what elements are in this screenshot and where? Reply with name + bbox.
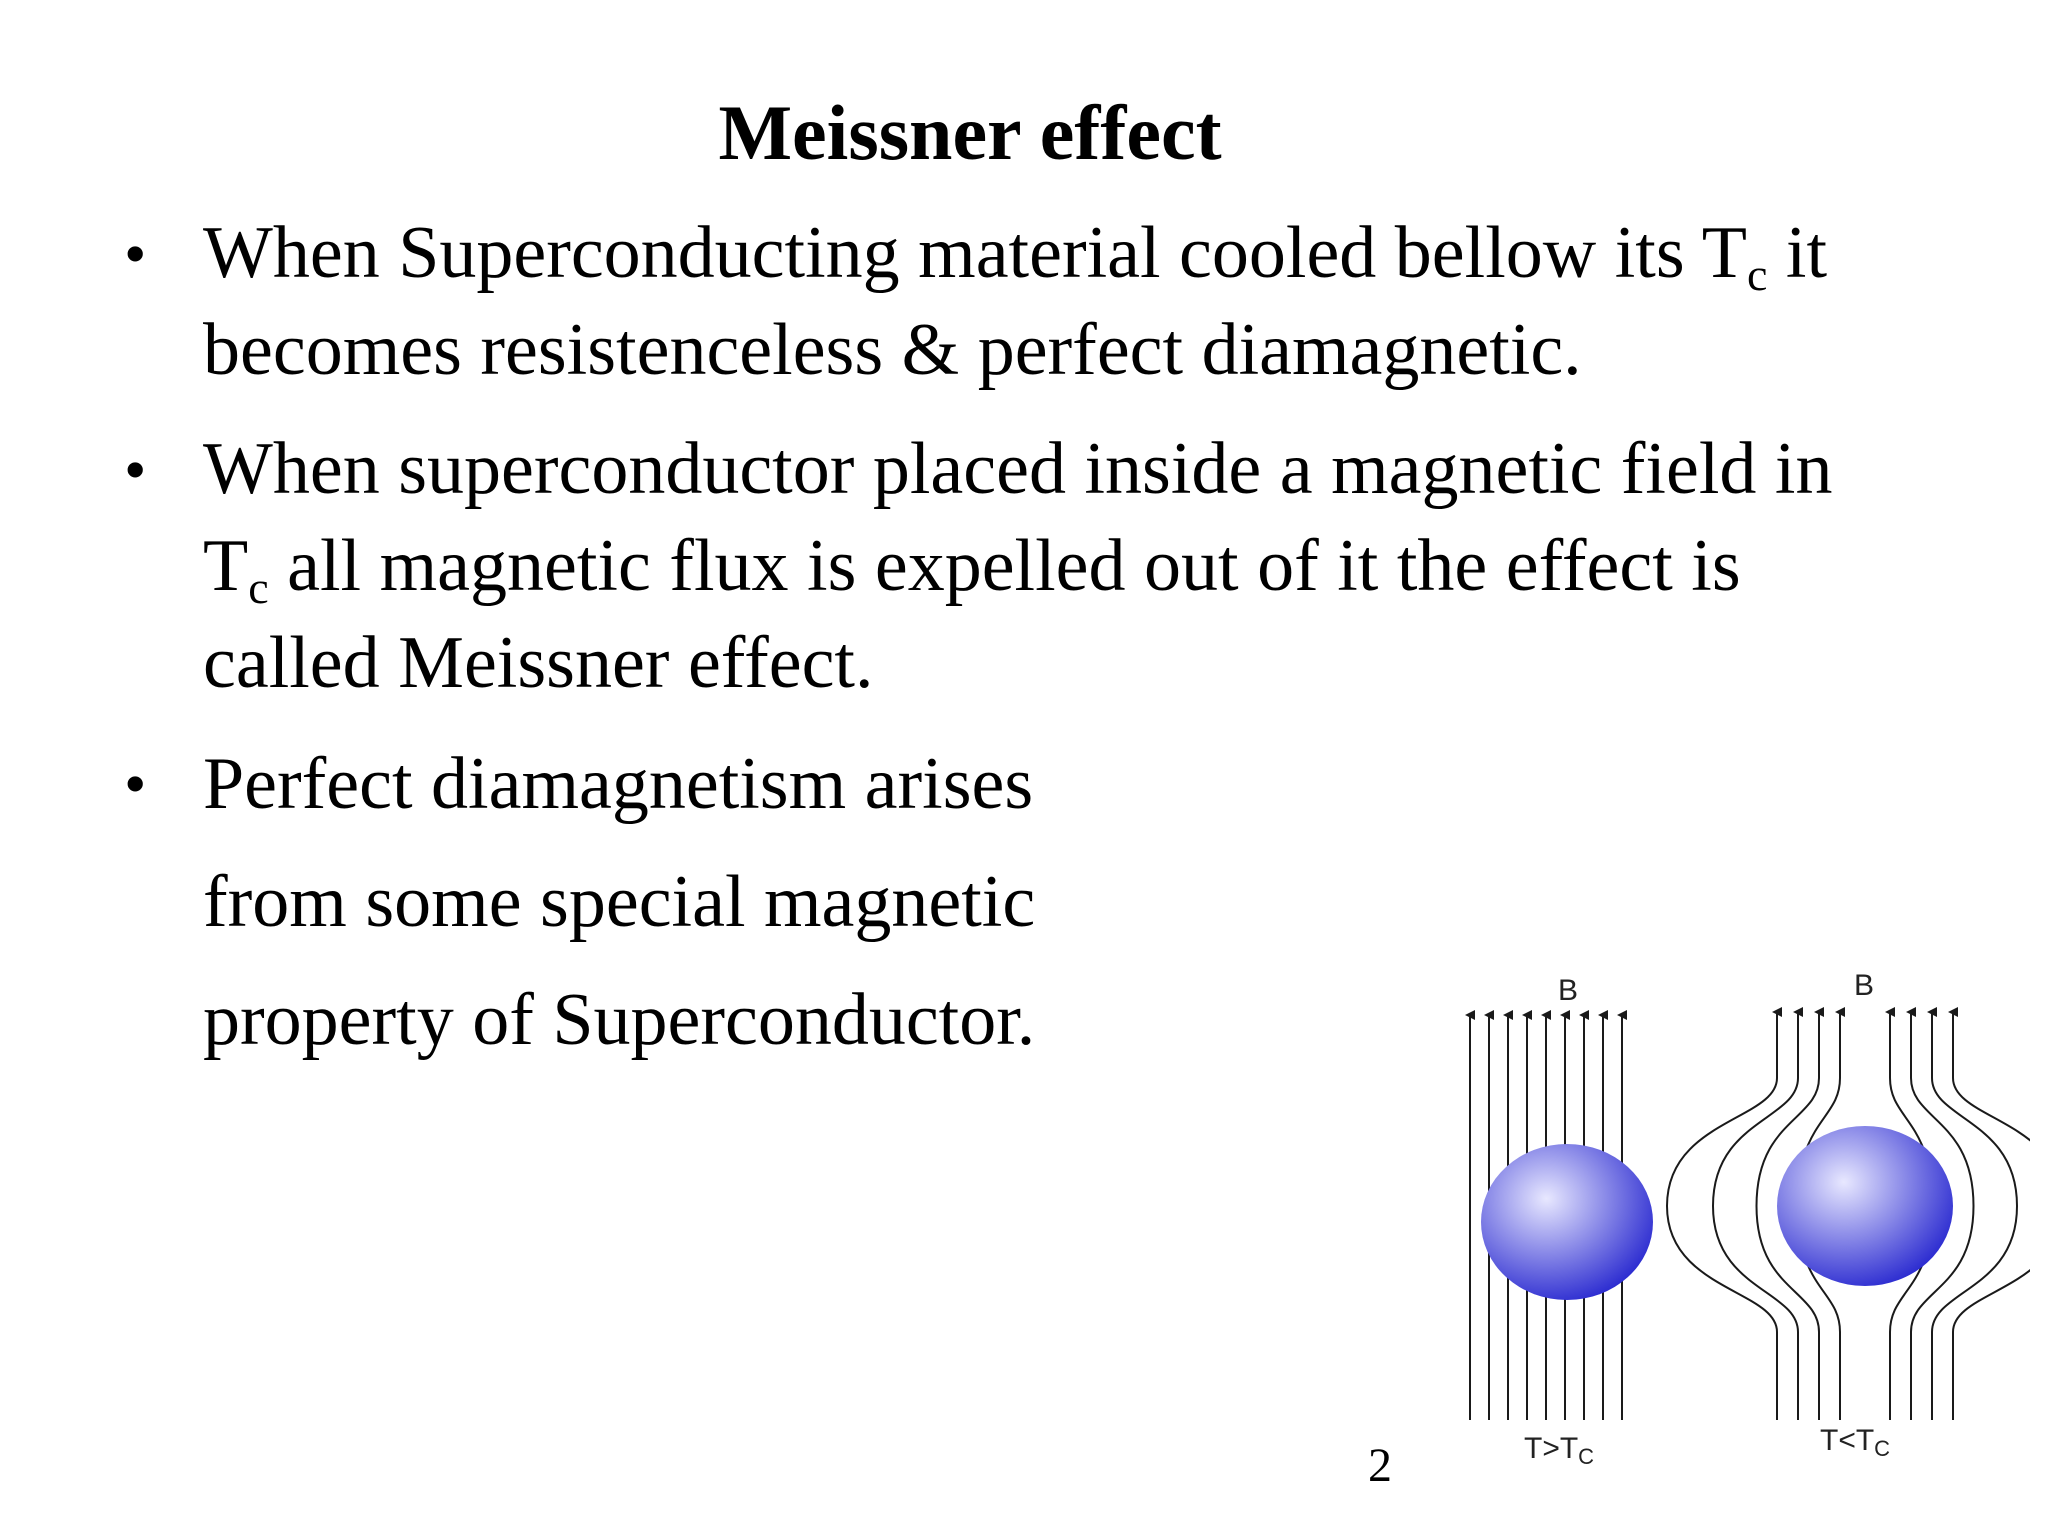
text-run: When Superconducting material cooled bel… bbox=[203, 212, 1747, 294]
bullet-line: becomes resistenceless & perfect diamagn… bbox=[203, 302, 1827, 399]
text-run: When superconductor placed inside a magn… bbox=[203, 428, 1833, 510]
field-line bbox=[1665, 1007, 1782, 1420]
field-line bbox=[1755, 1007, 1824, 1420]
bullet-item-1: • When Superconducting material cooled b… bbox=[0, 205, 1827, 399]
field-line bbox=[1906, 1007, 1975, 1420]
text-run: from some special magnetic bbox=[203, 861, 1036, 943]
text-run: it bbox=[1767, 212, 1828, 294]
text-run: called Meissner effect. bbox=[203, 622, 874, 704]
bullet-line: Tc all magnetic flux is expelled out of … bbox=[203, 518, 1832, 615]
bullet-line: from some special magnetic bbox=[203, 843, 1035, 961]
text-run: Perfect diamagnetism arises bbox=[203, 743, 1034, 825]
bullet-line: called Meissner effect. bbox=[203, 615, 1832, 712]
text-run: becomes resistenceless & perfect diamagn… bbox=[203, 309, 1582, 391]
bullet-dot: • bbox=[124, 434, 147, 505]
right-superconductor-sphere bbox=[1777, 1126, 1953, 1286]
bullet-item-3: • Perfect diamagnetism arises from some … bbox=[0, 725, 1035, 1079]
left-superconductor-sphere bbox=[1481, 1144, 1653, 1300]
right-field-lines bbox=[1665, 1007, 2030, 1420]
field-line bbox=[1711, 1007, 1803, 1420]
subscript: c bbox=[1747, 248, 1768, 300]
bullet-dot: • bbox=[124, 748, 147, 819]
subscript: c bbox=[248, 561, 269, 613]
field-line bbox=[1948, 1007, 2030, 1420]
text-run: T bbox=[203, 525, 249, 607]
left-caption: T>TC bbox=[1524, 1432, 1594, 1469]
right-caption: T<TC bbox=[1820, 1424, 1890, 1461]
slide-title: Meissner effect bbox=[718, 89, 1222, 176]
bullet-line: Perfect diamagnetism arises bbox=[203, 725, 1035, 843]
page-number: 2 bbox=[1368, 1439, 1392, 1492]
text-run: property of Superconductor. bbox=[203, 979, 1036, 1061]
bullet-line: When superconductor placed inside a magn… bbox=[203, 421, 1832, 518]
text-run: all magnetic flux is expelled out of it … bbox=[268, 525, 1741, 607]
bullet-item-2: • When superconductor placed inside a ma… bbox=[0, 421, 1832, 712]
field-line bbox=[1927, 1007, 2019, 1420]
bullet-line: property of Superconductor. bbox=[203, 961, 1035, 1079]
bullet-line: When Superconducting material cooled bel… bbox=[203, 205, 1827, 302]
bullet-dot: • bbox=[124, 218, 147, 289]
right-field-label: B bbox=[1854, 969, 1874, 1002]
left-field-label: B bbox=[1558, 974, 1578, 1007]
meissner-effect-figure: B T>TC B T<TC bbox=[1465, 969, 2030, 1469]
